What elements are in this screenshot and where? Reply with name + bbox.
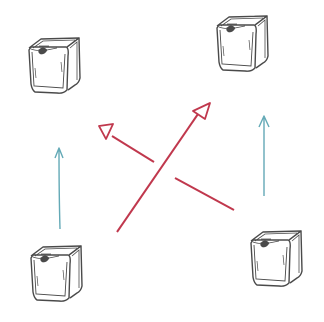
box-top-left	[29, 38, 80, 93]
box-bottom-right	[251, 231, 302, 286]
arrow-bottom-right-to-top-left	[99, 124, 234, 210]
arrow-bottom-right-to-top-right	[259, 116, 269, 196]
box-top-right	[217, 16, 268, 71]
box-bottom-left	[31, 246, 82, 301]
arrow-bottom-left-to-top-right	[117, 103, 210, 232]
arrow-bottom-left-to-top-left	[55, 148, 63, 229]
